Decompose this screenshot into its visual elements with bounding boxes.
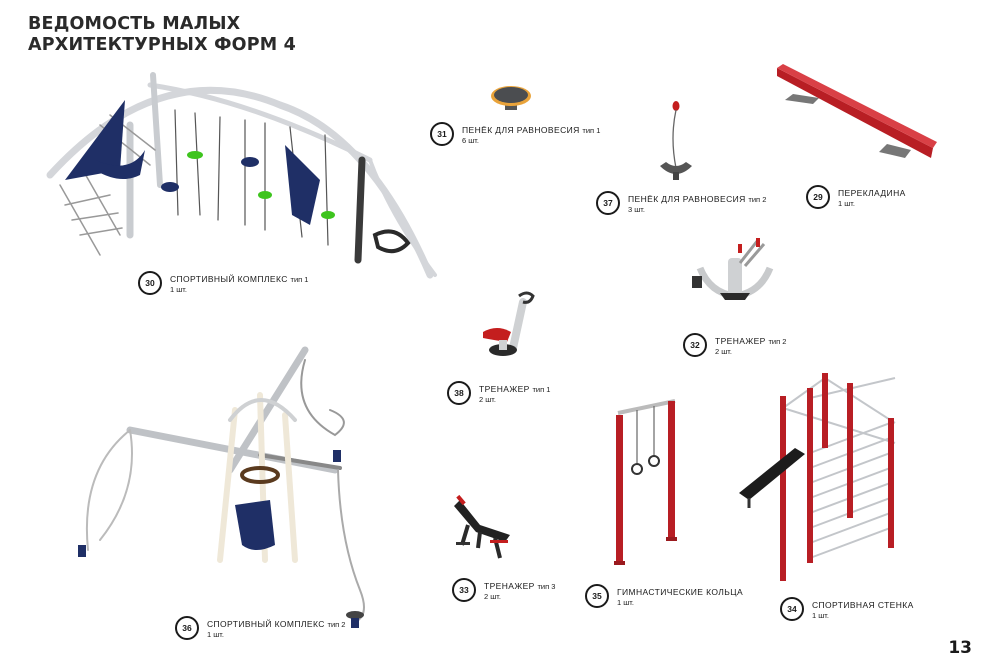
item-quantity: 2 шт. (715, 347, 732, 356)
caption-item-31: 31 ПЕНЁК ДЛЯ РАВНОВЕСИЯ тип 1 6 шт. (430, 122, 600, 146)
item-type: тип 1 (290, 275, 309, 284)
item-quantity: 2 шт. (479, 395, 496, 404)
item-name: ТРЕНАЖЕР (479, 384, 530, 394)
item-quantity: 3 шт. (628, 205, 645, 214)
trainer-1-illustration (483, 291, 535, 356)
item-number-badge: 34 (780, 597, 804, 621)
caption-item-36: 36 СПОРТИВНЫЙ КОМПЛЕКС тип 2 1 шт. (175, 616, 345, 640)
sports-complex-2-illustration (78, 346, 365, 628)
item-type: тип 2 (327, 620, 346, 629)
item-type: тип 2 (768, 337, 787, 346)
item-number-badge: 31 (430, 122, 454, 146)
item-quantity: 1 шт. (812, 611, 829, 620)
item-name: СПОРТИВНЫЙ КОМПЛЕКС (207, 619, 325, 629)
gymnastic-rings-illustration (614, 399, 677, 565)
item-number-badge: 36 (175, 616, 199, 640)
item-quantity: 2 шт. (484, 592, 501, 601)
item-quantity: 6 шт. (462, 136, 479, 145)
balance-stump-1-illustration (491, 86, 531, 110)
caption-item-33: 33 ТРЕНАЖЕР тип 3 2 шт. (452, 578, 555, 602)
item-name: ПЕНЁК ДЛЯ РАВНОВЕСИЯ (628, 194, 746, 204)
caption-item-32: 32 ТРЕНАЖЕР тип 2 2 шт. (683, 333, 786, 357)
item-type: тип 3 (537, 582, 556, 591)
item-name: ТРЕНАЖЕР (484, 581, 535, 591)
item-name: ГИМНАСТИЧЕСКИЕ КОЛЬЦА (617, 587, 744, 597)
item-name: ТРЕНАЖЕР (715, 336, 766, 346)
item-name: ПЕНЁК ДЛЯ РАВНОВЕСИЯ (462, 125, 580, 135)
sport-wall-illustration (739, 373, 896, 581)
item-type: тип 1 (532, 385, 551, 394)
caption-item-29: 29 ПЕРЕКЛАДИНА 1 шт. (806, 185, 906, 209)
title-line-1: ВЕДОМОСТЬ МАЛЫХ (28, 14, 241, 34)
item-quantity: 1 шт. (617, 598, 634, 607)
item-number-badge: 33 (452, 578, 476, 602)
page-number: 13 (948, 638, 972, 658)
item-type: тип 1 (582, 126, 601, 135)
caption-item-37: 37 ПЕНЁК ДЛЯ РАВНОВЕСИЯ тип 2 3 шт. (596, 191, 766, 215)
item-number-badge: 35 (585, 584, 609, 608)
item-quantity: 1 шт. (170, 285, 187, 294)
caption-item-35: 35 ГИМНАСТИЧЕСКИЕ КОЛЬЦА 1 шт. (585, 584, 743, 608)
trainer-3-illustration (454, 494, 510, 559)
item-name: СПОРТИВНЫЙ КОМПЛЕКС (170, 274, 288, 284)
title-line-2: АРХИТЕКТУРНЫХ ФОРМ 4 (28, 35, 297, 55)
item-quantity: 1 шт. (207, 630, 224, 639)
item-number-badge: 29 (806, 185, 830, 209)
caption-item-34: 34 СПОРТИВНАЯ СТЕНКА 1 шт. (780, 597, 914, 621)
item-name: ПЕРЕКЛАДИНА (838, 188, 906, 198)
page-title: ВЕДОМОСТЬ МАЛЫХ АРХИТЕКТУРНЫХ ФОРМ 4 (28, 14, 296, 56)
item-number-badge: 30 (138, 271, 162, 295)
balance-stump-2-illustration (660, 101, 692, 180)
caption-item-30: 30 СПОРТИВНЫЙ КОМПЛЕКС тип 1 1 шт. (138, 271, 308, 295)
item-name: СПОРТИВНАЯ СТЕНКА (812, 600, 914, 610)
item-number-badge: 37 (596, 191, 620, 215)
item-number-badge: 38 (447, 381, 471, 405)
sports-complex-1-illustration (46, 72, 437, 279)
item-quantity: 1 шт. (838, 199, 855, 208)
item-type: тип 2 (748, 195, 767, 204)
item-number-badge: 32 (683, 333, 707, 357)
caption-item-38: 38 ТРЕНАЖЕР тип 1 2 шт. (447, 381, 550, 405)
trainer-2-illustration (692, 238, 774, 300)
crossbar-illustration (777, 64, 937, 158)
